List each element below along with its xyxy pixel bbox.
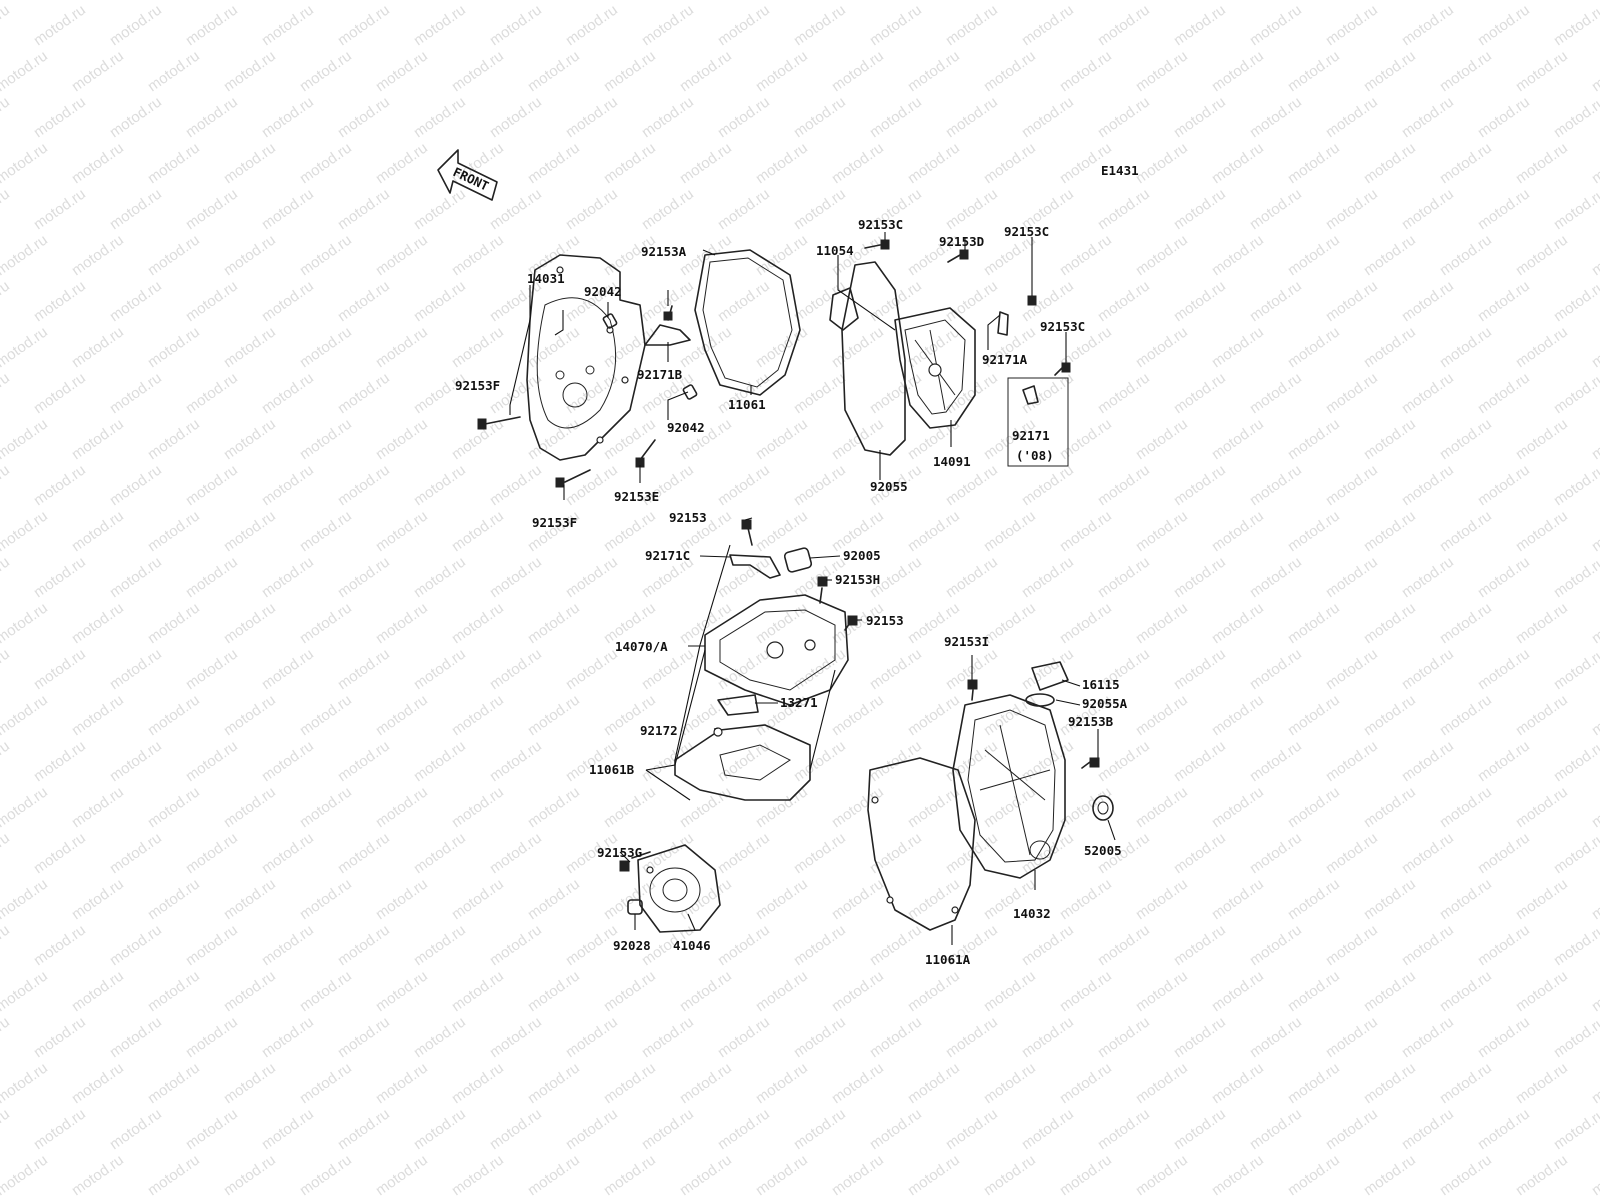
bracket-part — [829, 287, 1039, 405]
part-label-92171c: 92171C — [645, 548, 690, 563]
part-label-92153-middle: 92153 — [866, 613, 904, 628]
fitting-part — [783, 547, 813, 573]
front-arrow-icon: FRONT — [437, 149, 498, 201]
middle-cover-part — [704, 594, 849, 706]
part-label-92055a: 92055A — [1082, 696, 1128, 711]
part-label-92171: 92171 — [1012, 428, 1050, 443]
bracket-part — [644, 324, 691, 346]
part-label-92153e: 92153E — [614, 489, 659, 504]
bolt-part — [619, 851, 651, 872]
slave-cylinder-part — [637, 844, 721, 933]
part-label-92171a: 92171A — [982, 352, 1028, 367]
sensor-cover-part — [894, 307, 976, 429]
part-label-14070a: 14070/A — [615, 639, 668, 654]
part-label-92172: 92172 — [640, 723, 678, 738]
part-label-92153c-lower: 92153C — [1040, 319, 1085, 334]
part-label-92153c-right: 92153C — [1004, 224, 1049, 239]
part-label-92005: 92005 — [843, 548, 881, 563]
bracket-part — [717, 554, 781, 716]
part-label-13271: 13271 — [780, 695, 818, 710]
generator-cover-part — [526, 254, 646, 461]
part-label-52005: 52005 — [1084, 843, 1122, 858]
cover-gasket-part — [841, 261, 906, 456]
part-label-92055: 92055 — [870, 479, 908, 494]
bolt-part — [477, 305, 673, 488]
bolt-part — [864, 239, 1071, 376]
oil-cap-part — [1025, 661, 1069, 707]
part-label-92042-upper: 92042 — [584, 284, 622, 299]
gasket-part — [867, 757, 976, 931]
part-label-11061: 11061 — [728, 397, 766, 412]
clutch-cover-part — [952, 694, 1066, 879]
bolt-part — [713, 519, 858, 737]
bolt-part — [967, 679, 1100, 769]
part-label-11061a: 11061A — [925, 952, 971, 967]
gasket-part — [674, 724, 811, 801]
dowel-pin-part — [602, 313, 698, 400]
part-label-92153a: 92153A — [641, 244, 687, 259]
part-label-92153-upper: 92153 — [669, 510, 707, 525]
part-label-92153g: 92153G — [597, 845, 642, 860]
part-label-14031: 14031 — [527, 271, 565, 286]
diagram-code: E1431 — [1101, 163, 1139, 178]
part-label-92153f-left: 92153F — [455, 378, 500, 393]
part-label-11061b: 11061B — [589, 762, 635, 777]
part-label-92171b: 92171B — [637, 367, 683, 382]
oil-seal-part — [1092, 795, 1114, 821]
leader-lines — [509, 232, 1116, 945]
part-label-14091: 14091 — [933, 454, 971, 469]
part-label-92153h: 92153H — [835, 572, 880, 587]
part-label-41046: 41046 — [673, 938, 711, 953]
part-label-92153b: 92153B — [1068, 714, 1114, 729]
part-label-11054: 11054 — [816, 243, 854, 258]
part-label-92153d: 92153D — [939, 234, 984, 249]
part-label-92042-lower: 92042 — [667, 420, 705, 435]
part-label-92153i: 92153I — [944, 634, 989, 649]
part-labels: 14031 92042 92153A 92171B 92153F 92042 1… — [455, 217, 1128, 967]
part-label-08-note: ('08) — [1016, 448, 1054, 463]
part-label-14032: 14032 — [1013, 906, 1051, 921]
part-label-92153c-top: 92153C — [858, 217, 903, 232]
part-label-92028: 92028 — [613, 938, 651, 953]
variant-box — [1007, 377, 1069, 467]
part-label-16115: 16115 — [1082, 677, 1120, 692]
part-label-92153f-bottom: 92153F — [532, 515, 577, 530]
gasket-part — [694, 249, 801, 396]
